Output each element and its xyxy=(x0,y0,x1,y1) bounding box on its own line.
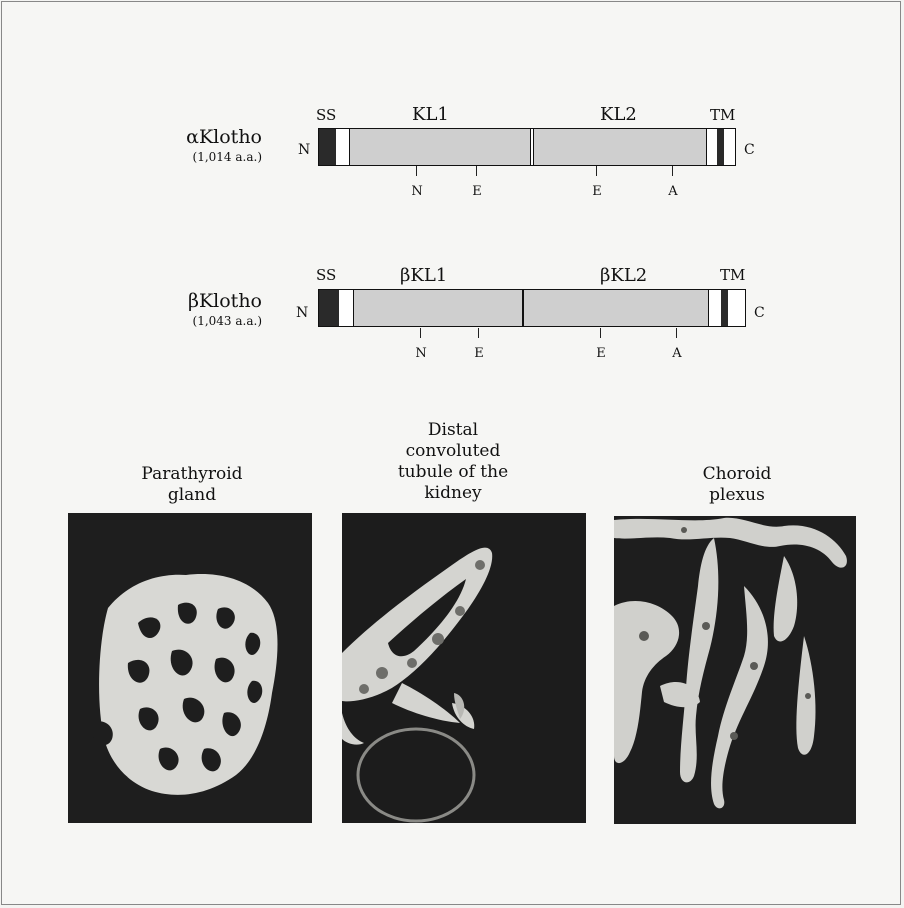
beta-kl1-domain xyxy=(353,290,523,326)
alpha-kl2-domain xyxy=(533,129,707,165)
beta-klotho-length: (1,043 a.a.) xyxy=(112,314,262,328)
caption-choroid-plexus: Choroid plexus xyxy=(662,464,812,506)
alpha-kl2-label: KL2 xyxy=(600,104,637,125)
alpha-site-e1: E xyxy=(467,184,487,199)
alpha-tm-label: TM xyxy=(710,106,735,124)
beta-klotho-protein-bar xyxy=(318,289,746,327)
beta-n-terminus: N xyxy=(296,305,308,321)
beta-site-e1: E xyxy=(469,346,489,361)
alpha-site-tick-e2 xyxy=(596,166,597,176)
beta-kl1-label: βKL1 xyxy=(400,265,447,286)
alpha-klotho-name: αKlotho xyxy=(112,126,262,148)
beta-site-a: A xyxy=(667,346,687,361)
choroid-plexus-stain-image xyxy=(614,516,856,824)
beta-klotho-name: βKlotho xyxy=(112,290,262,312)
caption-parathyroid: Parathyroid gland xyxy=(112,464,272,506)
micrograph-choroid-plexus xyxy=(614,516,856,824)
alpha-kl1-label: KL1 xyxy=(412,104,449,125)
beta-tm-label: TM xyxy=(720,266,745,284)
caption-distal-tubule: Distal convoluted tubule of the kidney xyxy=(368,420,538,504)
beta-site-tick-a xyxy=(676,328,677,338)
beta-site-tick-e1 xyxy=(478,328,479,338)
alpha-site-tick-e1 xyxy=(476,166,477,176)
alpha-c-terminus: C xyxy=(744,142,755,158)
alpha-site-a: A xyxy=(663,184,683,199)
distal-tubule-stain-image xyxy=(342,513,586,823)
alpha-ss-label: SS xyxy=(316,106,336,124)
alpha-site-tick-n xyxy=(416,166,417,176)
alpha-klotho-length: (1,014 a.a.) xyxy=(112,150,262,164)
beta-site-tick-n xyxy=(420,328,421,338)
parathyroid-stain-image xyxy=(68,513,312,823)
micrograph-distal-tubule xyxy=(342,513,586,823)
beta-site-tick-e2 xyxy=(600,328,601,338)
alpha-klotho-protein-bar xyxy=(318,128,736,166)
beta-kl2-label: βKL2 xyxy=(600,265,647,286)
alpha-transmembrane xyxy=(717,129,724,165)
beta-site-n: N xyxy=(411,346,431,361)
alpha-site-tick-a xyxy=(672,166,673,176)
alpha-n-terminus: N xyxy=(298,142,310,158)
micrograph-parathyroid xyxy=(68,513,312,823)
beta-c-terminus: C xyxy=(754,305,765,321)
beta-signal-sequence xyxy=(319,290,339,326)
beta-site-e2: E xyxy=(591,346,611,361)
alpha-kl1-domain xyxy=(349,129,531,165)
alpha-site-e2: E xyxy=(587,184,607,199)
beta-ss-label: SS xyxy=(316,266,336,284)
beta-transmembrane xyxy=(721,290,728,326)
alpha-site-n: N xyxy=(407,184,427,199)
alpha-signal-sequence xyxy=(319,129,336,165)
beta-kl2-domain xyxy=(523,290,709,326)
